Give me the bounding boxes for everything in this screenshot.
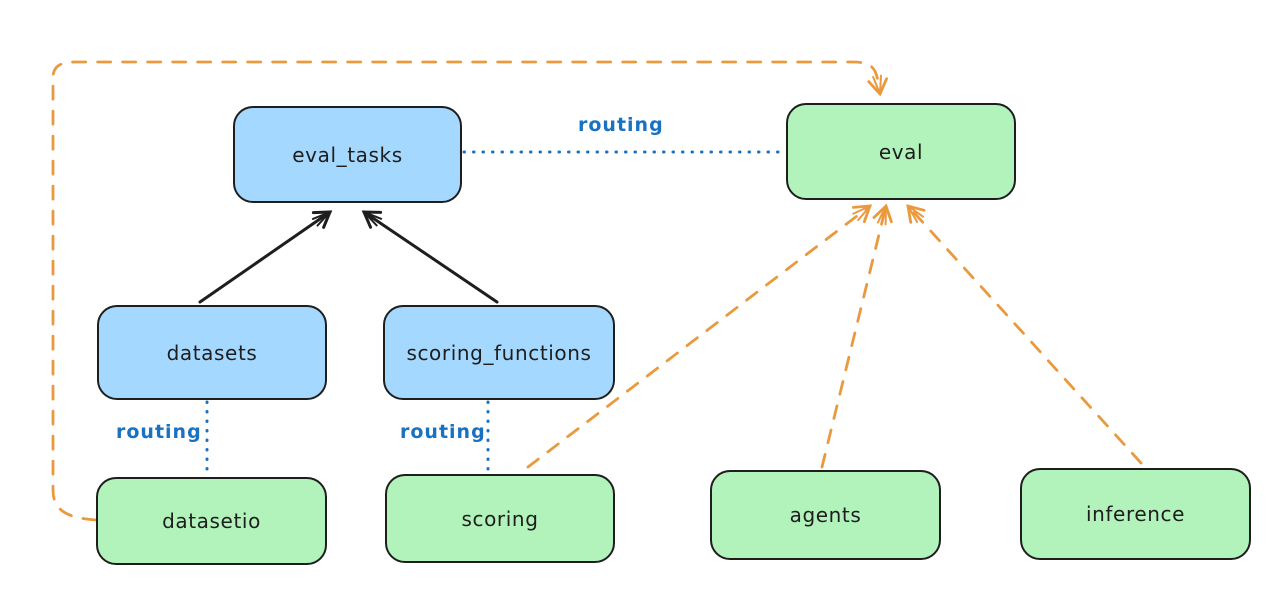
edge-label-routing-datasets-datasetio: routing	[116, 421, 202, 443]
node-agents: agents	[710, 470, 941, 560]
edge-scoring-to-eval-dashed-arrow	[526, 204, 873, 469]
node-eval-tasks-label: eval_tasks	[292, 142, 403, 167]
node-agents-label: agents	[789, 503, 862, 527]
edge-label-routing-eval-tasks-eval: routing	[578, 114, 664, 136]
node-eval-tasks: eval_tasks	[233, 106, 462, 203]
node-eval: eval	[786, 103, 1016, 200]
edge-agents-to-eval-dashed-arrow	[820, 203, 893, 469]
node-inference: inference	[1020, 468, 1251, 560]
edge-datasets-to-eval-tasks-arrow	[198, 210, 333, 304]
edge-label-routing-scoring-functions-scoring: routing	[400, 421, 486, 443]
edge-datasetio-to-eval-dashed-arrow	[51, 60, 888, 522]
node-datasetio: datasetio	[96, 477, 327, 565]
node-eval-label: eval	[878, 139, 924, 164]
node-datasetio-label: datasetio	[162, 509, 261, 533]
node-scoring: scoring	[385, 474, 615, 563]
edge-scoring-functions-to-eval-tasks-arrow	[361, 210, 499, 304]
node-scoring-functions-label: scoring_functions	[406, 340, 592, 365]
node-datasets: datasets	[97, 305, 327, 400]
node-inference-label: inference	[1085, 502, 1186, 526]
edge-inference-to-eval-dashed-arrow	[906, 204, 1143, 465]
node-scoring-functions: scoring_functions	[383, 305, 615, 400]
node-datasets-label: datasets	[166, 340, 258, 365]
node-scoring-label: scoring	[461, 506, 539, 531]
